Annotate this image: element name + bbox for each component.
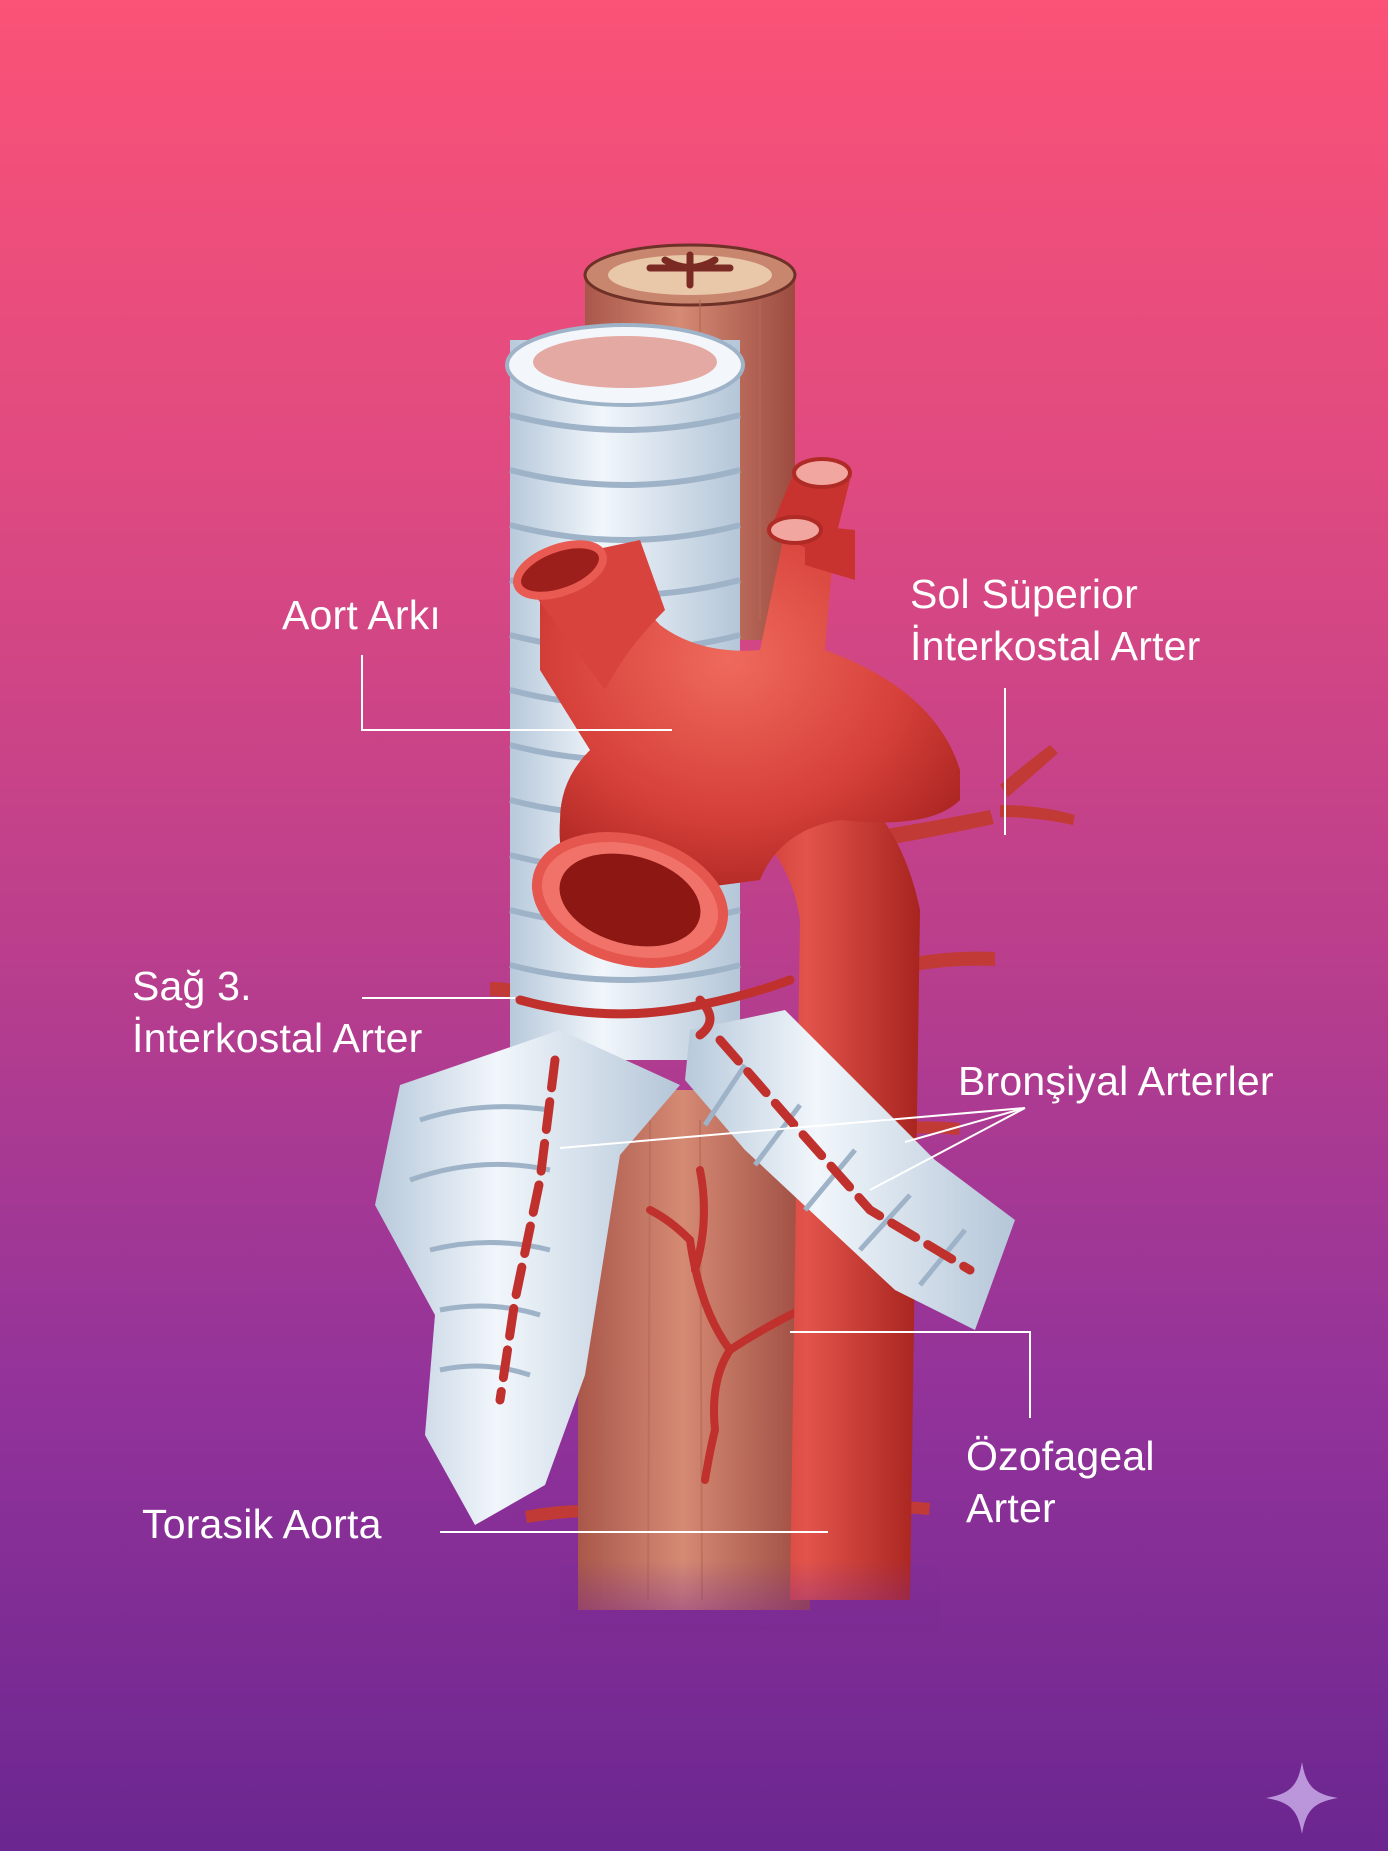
sparkle-icon	[1266, 1762, 1338, 1834]
label-left-superior-intercostal-line2: İnterkostal Arter	[910, 623, 1201, 669]
label-thoracic-aorta: Torasik Aorta	[142, 1501, 382, 1547]
aortic-arch	[513, 457, 960, 968]
label-aortic-arch: Aort Arkı	[282, 592, 442, 638]
label-left-superior-intercostal-line1: Sol Süperior	[910, 571, 1139, 617]
label-esophageal-artery-line1: Özofageal	[966, 1433, 1155, 1479]
bronchi	[375, 975, 1015, 1525]
label-esophageal-artery-line2: Arter	[966, 1485, 1056, 1531]
label-right-third-intercostal-line2: İnterkostal Arter	[132, 1015, 423, 1061]
label-right-third-intercostal-line1: Sağ 3.	[132, 963, 252, 1009]
label-bronchial-arteries: Bronşiyal Arterler	[958, 1058, 1274, 1104]
